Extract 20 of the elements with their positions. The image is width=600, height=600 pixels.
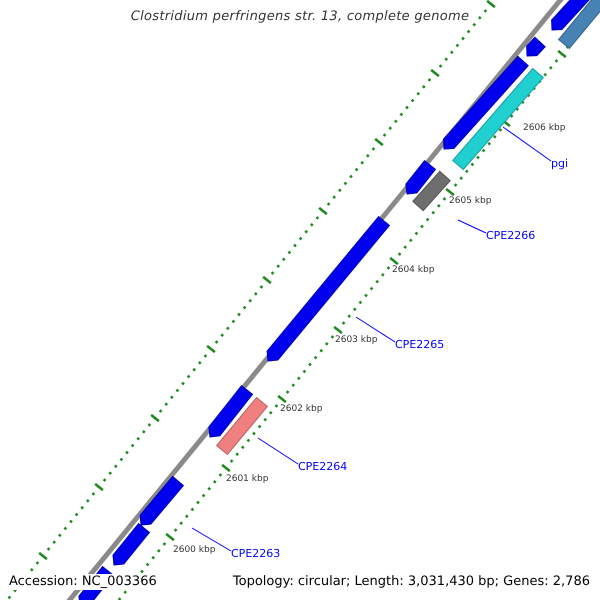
leader-line	[458, 220, 486, 234]
gene-label: CPE2265	[395, 338, 444, 352]
tick-label: 2604 kbp	[392, 265, 434, 276]
gene-label: CPE2263	[231, 547, 280, 560]
gene-label: pgi	[551, 157, 568, 170]
tick-label: 2600 kbp	[173, 545, 216, 556]
info-text: Accession: NC_003366	[9, 574, 157, 590]
tick-label: 2602 kbp	[280, 404, 322, 415]
leader-line	[502, 126, 552, 162]
tick-label: 2605 kbp	[449, 196, 492, 207]
gene-label: CPE2264	[298, 460, 348, 474]
tick-label: 2601 kbp	[226, 474, 268, 485]
tick-label: 2603 kbp	[335, 335, 378, 346]
gene-label: CPE2266	[486, 229, 536, 242]
leader-line	[258, 438, 298, 464]
leader-line	[356, 316, 396, 342]
title: Clostridium perfringens str. 13, complete genome	[130, 9, 470, 25]
leader-line	[192, 528, 232, 552]
info-text: Topology: circular; Length: 3,031,430 bp; Genes: 2,786	[232, 574, 590, 590]
tick-label: 2606 kbp	[523, 123, 566, 134]
